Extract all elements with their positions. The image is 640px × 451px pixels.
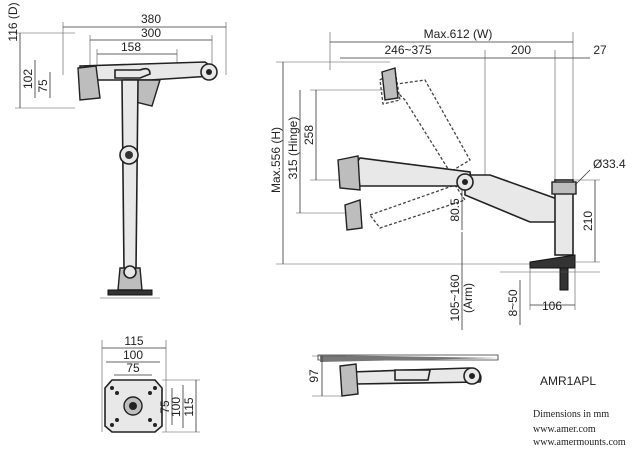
dim-label-max612: Max.612 (W) [424,27,493,41]
vesa-hole [110,386,114,390]
dim-label-75-side: 75 [158,400,172,414]
pole-front [121,79,139,271]
folded-head [339,363,359,397]
dim-label-105-160: 105~160 [448,274,462,321]
vesa-head-upper [381,67,399,101]
desk-clamp-side [529,254,576,269]
dim-label-115-top: 115 [124,334,143,348]
vesa-hole [153,386,157,390]
vesa-view: 115 100 75 75 100 115 [101,334,200,433]
info-block: AMR1APL Dimensions in mm www.amer.com ww… [533,374,626,448]
ghost-arm-upper [388,79,471,173]
dim-label-97: 97 [307,369,321,383]
desk-shade [320,355,500,362]
dim-label-200: 200 [511,43,531,57]
model-number: AMR1APL [540,374,596,388]
joint-pin [206,69,212,75]
dim-label-380: 380 [141,12,161,26]
dim-label-102: 102 [21,69,35,89]
dim-label-8-50: 8~50 [506,289,520,316]
dim-label-258: 258 [302,125,316,145]
vesa-head-side [337,155,361,191]
desk-clamp-plate [107,289,153,296]
folded-pin [469,373,475,379]
pole-side [554,179,574,256]
folded-cover [394,369,431,381]
vesa-hole [115,391,119,395]
side-view: Max.612 (W) 246~375 200 27 Max.556 (H) 3… [269,27,626,330]
website-url-1: www.amer.com [533,424,596,435]
website-url-2: www.amermounts.com [533,437,626,448]
dim-label-300: 300 [141,26,161,40]
pole-top-collar [551,181,577,195]
dimensions-note: Dimensions in mm [533,409,609,420]
arm-upper-segment [464,174,561,223]
dim-label-246-375: 246~375 [384,43,431,57]
ghost-arm-lower [368,184,467,229]
dim-label-158: 158 [121,40,141,54]
vesa-hole [110,423,114,427]
dim-label-115-side: 115 [182,397,196,416]
leader-line [574,169,591,186]
dim-label-80-5: 80.5 [448,198,462,222]
arm-cover-top [114,67,151,79]
vesa-hole [148,391,152,395]
clamp-knob [123,265,137,279]
dim-label-100-side: 100 [169,397,183,417]
collar-knob [125,151,133,159]
dim-label-210: 210 [581,211,595,231]
dim-label-27: 27 [593,43,607,57]
vesa-hole [153,423,157,427]
vesa-hole [148,418,152,422]
clamp-screw [559,267,569,291]
dim-label-75-top: 75 [126,361,140,375]
dim-label-75: 75 [36,79,50,93]
hub-screw [129,402,137,410]
elbow-pin [462,179,468,185]
arm-forearm [354,157,473,187]
folded-view: 97 [307,354,500,397]
vesa-head-top [77,65,101,101]
top-view: 380 300 158 116 (D) 102 75 [6,2,227,299]
vesa-head-lower [344,199,363,231]
dim-label-arm: (Arm) [461,283,475,313]
dim-label-106: 106 [542,299,562,313]
dim-label-116: 116 (D) [6,2,20,41]
dim-label-33-4: Ø33.4 [593,157,626,171]
dim-label-max556: Max.556 (H) [269,127,283,193]
vesa-hole [115,418,119,422]
dim-label-100-top: 100 [123,348,143,362]
dim-label-315: 315 (Hinge) [286,117,300,180]
